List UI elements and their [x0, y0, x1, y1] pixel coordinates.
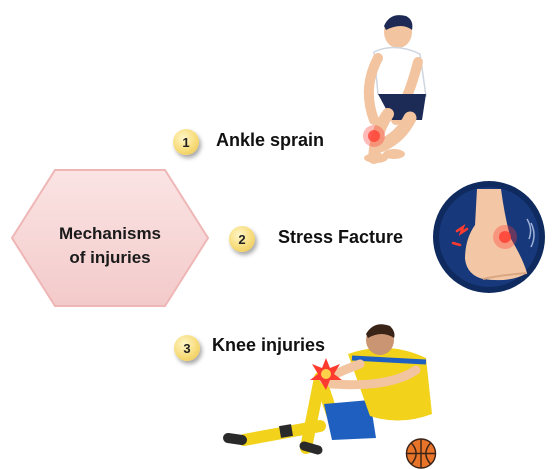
hexagon-label: Mechanisms of injuries — [30, 222, 190, 270]
label-stress-facture: Stress Facture — [278, 227, 403, 248]
badge-3: 3 — [174, 335, 200, 361]
badge-2: 2 — [229, 226, 255, 252]
basketball-icon — [405, 438, 437, 469]
badge-1: 1 — [173, 129, 199, 155]
label-ankle-sprain: Ankle sprain — [216, 130, 324, 151]
crouching-man-icon — [340, 8, 440, 168]
foot-stress-fracture-icon — [431, 179, 547, 295]
